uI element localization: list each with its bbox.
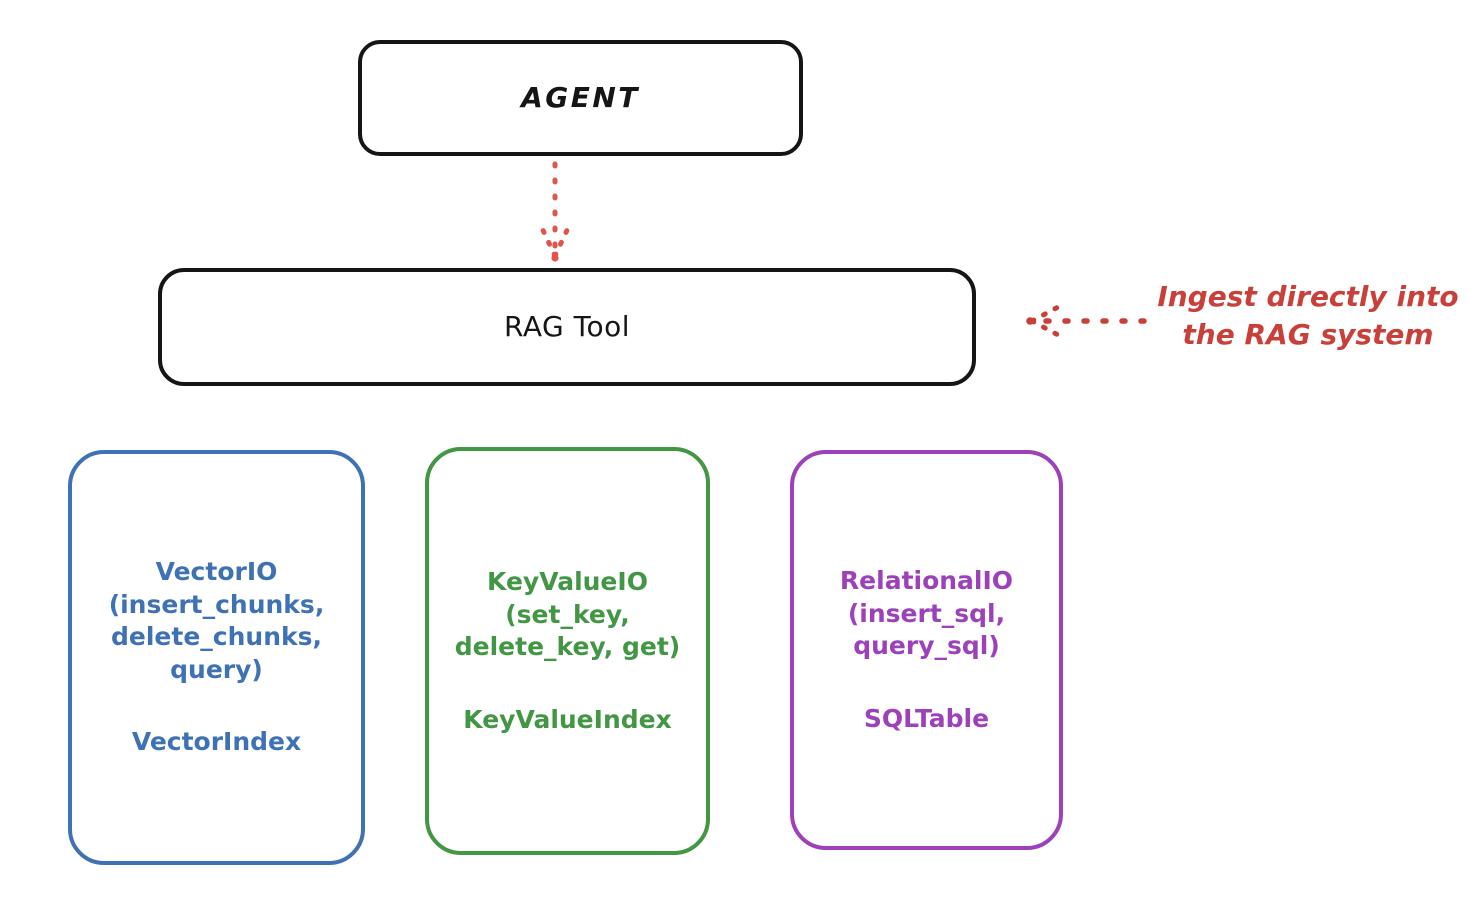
edge-ingest-note-arrow (1026, 303, 1147, 339)
node-key-value-io-api-label: KeyValueIO (set_key, delete_key, get) (454, 567, 681, 661)
node-key-value-io[interactable]: KeyValueIO (set_key, delete_key, get) Ke… (425, 447, 710, 855)
edge-agent-to-rag-tool-arrow (538, 161, 572, 262)
annotation-ingest-note: Ingest directly into the RAG system (1157, 280, 1459, 351)
node-relational-io-api-label: RelationalIO (insert_sql, query_sql) (839, 566, 1014, 660)
node-rag-tool-label: RAG Tool (504, 310, 630, 344)
node-vector-io[interactable]: VectorIO (insert_chunks, delete_chunks, … (68, 450, 365, 865)
node-key-value-io-index-label: KeyValueIndex (463, 704, 672, 734)
node-agent-label: AGENT (521, 81, 640, 115)
node-relational-io-index-label: SQLTable (863, 703, 990, 733)
node-agent[interactable]: AGENT (358, 40, 803, 156)
node-vector-io-index-label: VectorIndex (131, 727, 302, 757)
node-relational-io[interactable]: RelationalIO (insert_sql, query_sql) SQL… (790, 450, 1063, 850)
node-rag-tool[interactable]: RAG Tool (158, 268, 976, 386)
node-vector-io-api-label: VectorIO (insert_chunks, delete_chunks, … (108, 557, 325, 684)
